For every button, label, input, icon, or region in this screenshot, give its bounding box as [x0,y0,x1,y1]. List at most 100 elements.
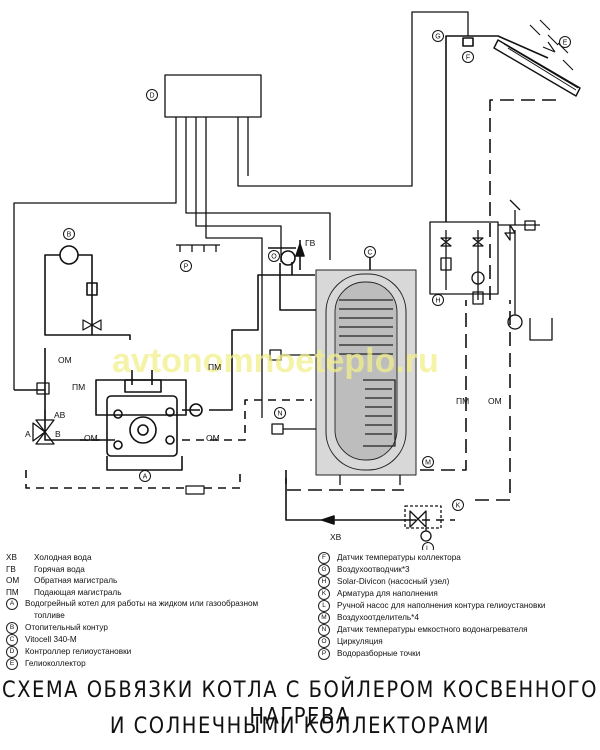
svg-text:E: E [563,40,568,47]
legend-callout-mark: P [318,648,330,660]
legend-row: M Воздухоотделитель*4 [318,612,600,624]
svg-text:G: G [435,34,440,41]
legend-row: ОМ Обратная магистраль [6,575,306,587]
draw-off-points [176,244,220,252]
svg-text:ХВ: ХВ [330,532,342,542]
legend-row: L Ручной насос для наполнения контура гел… [318,600,600,612]
diagram-title-line-2: И СОЛНЕЧНЫМИ КОЛЛЕКТОРАМИ [109,712,491,739]
svg-text:АВ: АВ [54,410,66,420]
storage-tank [315,255,417,485]
legend-row: D Контроллер гелиоустановки [6,645,306,658]
legend-callout-mark: K [318,588,330,600]
legend-text: Отопительный контур [25,622,108,632]
mixing-valve [32,382,55,445]
legend-key: ОМ [6,576,20,586]
callout-e: E [559,36,571,48]
legend-callout-mark: E [6,657,18,670]
legend-row: ПМ Подающая магистраль [6,587,306,599]
legend-row: O Циркуляция [318,636,600,648]
boiler [95,370,187,471]
legend-callout-mark: A [6,598,18,611]
legend-callout-mark: L [318,600,330,612]
legend-text: Арматура для наполнения [337,589,438,598]
legend-text: Воздухоотводчик*3 [337,565,410,574]
svg-text:В: В [55,429,61,439]
legend-text: Водоразборные точки [337,649,421,658]
solar-controller [164,74,262,118]
svg-text:K: K [456,503,461,510]
callout-o: O [268,250,280,262]
legend-text: Холодная вода [34,553,92,562]
legend-callout-mark: N [318,624,330,636]
legend-row: B Отопительный контур [6,621,306,634]
svg-text:F: F [466,55,470,62]
legend-row: K Арматура для наполнения [318,588,600,600]
solar-return-lines [285,99,556,501]
callout-f: F [462,51,474,63]
legend-key: ПМ [6,587,19,597]
callout-h: H [432,294,444,306]
legend-row: C Vitocell 340-M [6,633,306,646]
legend-callout-mark: H [318,576,330,588]
legend-text: Циркуляция [337,637,383,646]
solar-divicon [429,199,553,341]
callout-m: M [422,456,434,468]
callout-markers: A B C D E F G H K L M N O P [63,30,571,550]
callout-b: B [63,228,75,240]
filling-fittings [404,505,442,542]
legend-row: A Водогрейный котел для работы на жидком … [6,598,306,611]
boiler-piping-diagram: avtonomnoeteplo.ru ГВ ХВ ОМ ПМ ОМ ОМ ПМ … [13,11,581,550]
legend-callout-mark: M [318,612,330,624]
legend-callout-mark: B [6,621,18,634]
legend-text: Подающая магистраль [34,587,122,597]
legend-text: Vitocell 340-M [25,634,77,644]
legend-text: топливе [34,611,65,621]
hot-water-lines [268,240,316,311]
callout-a: A [139,470,151,482]
legend-row: P Водоразборные точки [318,648,600,660]
heating-circuit [14,245,131,441]
legend-text: Ручной насос для наполнения контура гели… [337,601,546,610]
svg-text:D: D [149,93,154,100]
pipe-labels: ГВ ХВ ОМ ПМ ОМ ОМ ПМ ПМ ОМ АВ А В [25,238,502,542]
callout-g: G [432,30,444,42]
callout-p: P [180,260,192,272]
legend-callout-mark: C [6,633,18,646]
legend-callout-mark: D [6,645,18,658]
legend-text: Воздухоотделитель*4 [337,613,419,622]
svg-text:C: C [367,250,372,257]
svg-text:А: А [25,429,31,439]
boiler-supply-lines [80,274,315,441]
legend-text: Контроллер гелиоустановки [25,646,132,656]
legend-text: Водогрейный котел для работы на жидком и… [25,599,259,609]
svg-text:O: O [271,254,277,261]
legend-callout-mark: O [318,636,330,648]
svg-text:ОМ: ОМ [58,355,72,365]
callout-n: N [274,407,286,419]
solar-collector [462,19,581,97]
legend-text: Обратная магистраль [34,576,118,586]
legend-key: ГВ [6,564,16,574]
cold-water-line [285,478,455,525]
tank-temp-sensors [269,349,316,435]
svg-text:ГВ: ГВ [305,238,316,248]
callout-c: C [364,246,376,258]
svg-text:ОМ: ОМ [206,433,220,443]
legend-key: ХВ [6,553,17,562]
svg-text:ПМ: ПМ [208,362,221,372]
legend-key [6,610,34,622]
legend-text: Гелиоколлектор [25,658,86,668]
callout-k: K [452,499,464,511]
diagram-title-line-1: СХЕМА ОБВЯЗКИ КОТЛА С БОЙЛЕРОМ КОСВЕННОГ… [2,676,598,730]
svg-text:N: N [277,411,282,418]
svg-text:ОМ: ОМ [84,433,98,443]
callout-l: L [422,542,434,550]
callout-d: D [146,89,158,101]
legend-row: E Гелиоколлектор [6,657,306,670]
